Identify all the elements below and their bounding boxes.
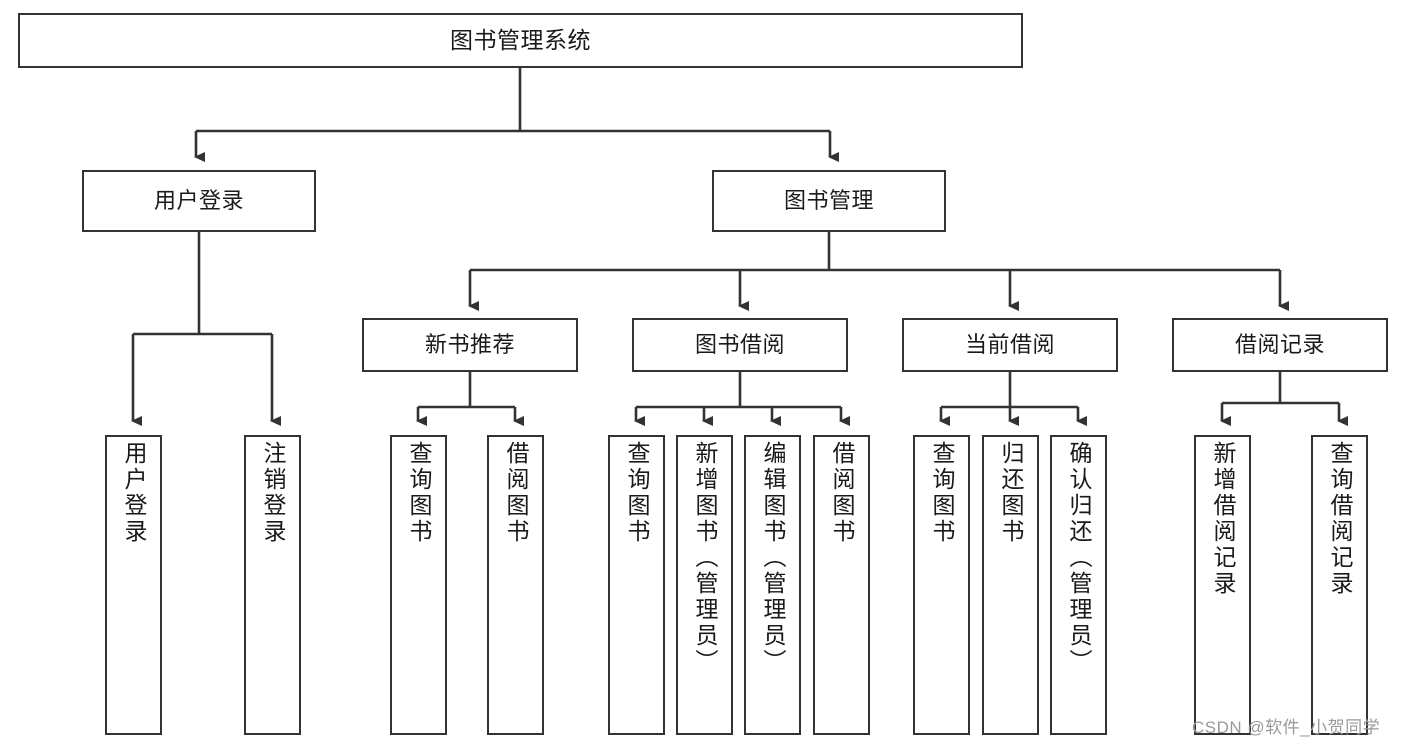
node-label: 图书管理 [783, 188, 874, 214]
node-label: 借阅记录 [1234, 332, 1325, 358]
node-leaf-borrow-book-recommend[interactable]: 借阅图书 [487, 435, 544, 735]
node-book-borrow[interactable]: 图书借阅 [632, 318, 848, 372]
node-book-management[interactable]: 图书管理 [712, 170, 946, 232]
node-leaf-edit-book-admin[interactable]: 编辑图书（管理员） [744, 435, 801, 735]
node-label: 查询图书 [624, 441, 650, 545]
node-label: 借阅图书 [503, 441, 529, 545]
node-label: 确认归还（管理员） [1066, 441, 1092, 675]
node-label: 查询借阅记录 [1327, 441, 1353, 597]
node-user-login[interactable]: 用户登录 [82, 170, 316, 232]
node-label: 查询图书 [929, 441, 955, 545]
node-label: 新书推荐 [424, 332, 515, 358]
node-label: 归还图书 [998, 441, 1024, 545]
node-label: 用户登录 [121, 441, 147, 545]
node-label: 借阅图书 [829, 441, 855, 545]
node-root-book-management-system[interactable]: 图书管理系统 [18, 13, 1023, 68]
node-leaf-query-borrow-record[interactable]: 查询借阅记录 [1311, 435, 1368, 735]
node-leaf-query-book-borrow[interactable]: 查询图书 [608, 435, 665, 735]
node-leaf-confirm-return-admin[interactable]: 确认归还（管理员） [1050, 435, 1107, 735]
node-current-borrow[interactable]: 当前借阅 [902, 318, 1118, 372]
node-label: 图书借阅 [694, 332, 785, 358]
node-leaf-add-book-admin[interactable]: 新增图书（管理员） [676, 435, 733, 735]
node-label: 当前借阅 [964, 332, 1055, 358]
node-label: 查询图书 [406, 441, 432, 545]
node-leaf-return-book[interactable]: 归还图书 [982, 435, 1039, 735]
node-leaf-query-book-current[interactable]: 查询图书 [913, 435, 970, 735]
node-label: 新增图书（管理员） [692, 441, 718, 675]
node-label: 图书管理系统 [450, 26, 591, 53]
node-label: 编辑图书（管理员） [760, 441, 786, 675]
node-leaf-borrow-book[interactable]: 借阅图书 [813, 435, 870, 735]
node-leaf-logout-login[interactable]: 注销登录 [244, 435, 301, 735]
node-leaf-query-book-recommend[interactable]: 查询图书 [390, 435, 447, 735]
node-label: 新增借阅记录 [1210, 441, 1236, 597]
node-new-book-recommend[interactable]: 新书推荐 [362, 318, 578, 372]
node-leaf-user-login[interactable]: 用户登录 [105, 435, 162, 735]
node-leaf-add-borrow-record[interactable]: 新增借阅记录 [1194, 435, 1251, 735]
node-label: 用户登录 [153, 188, 244, 214]
csdn-watermark: CSDN @软件_小贺同学 [1192, 718, 1381, 737]
node-borrow-record[interactable]: 借阅记录 [1172, 318, 1388, 372]
node-label: 注销登录 [260, 441, 286, 545]
